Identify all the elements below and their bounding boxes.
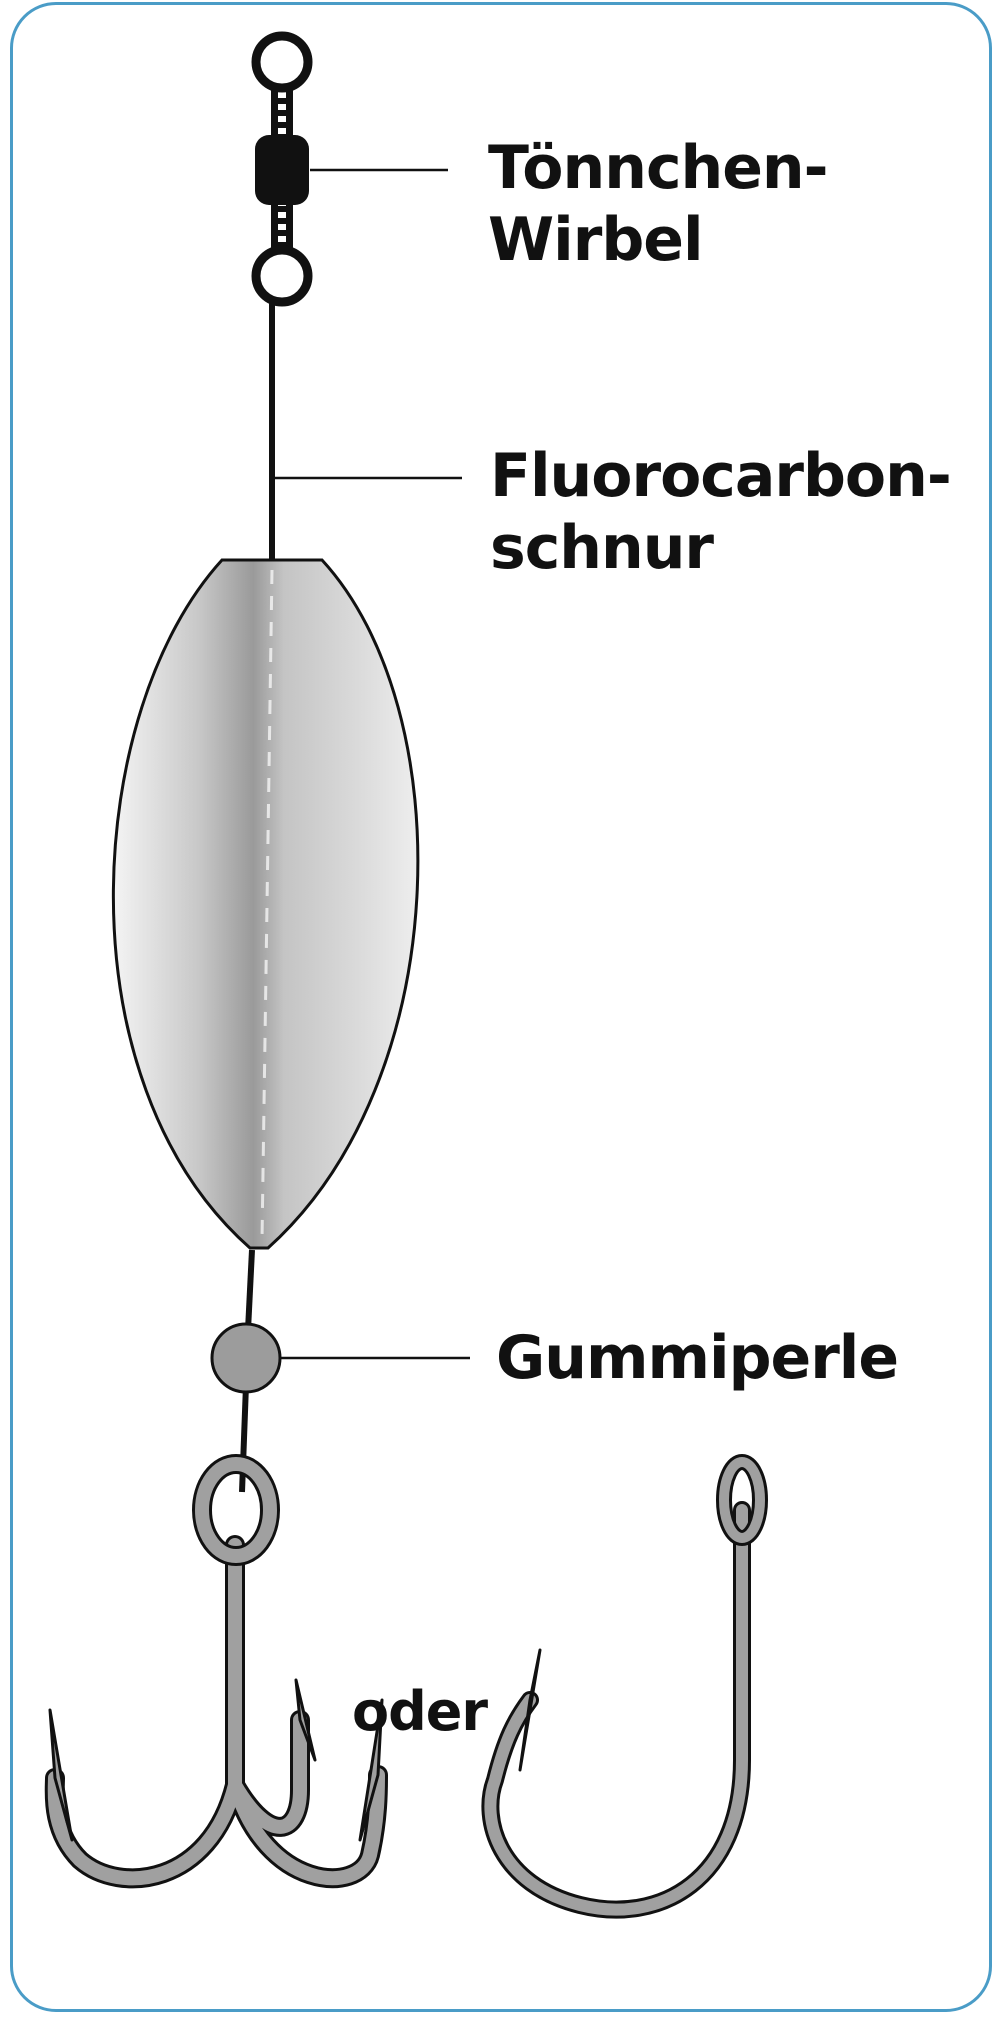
rubber-bead: [210, 1322, 282, 1394]
oder-label: oder: [352, 1680, 488, 1743]
line-label: Fluorocarbon- schnur: [490, 440, 952, 584]
swivel-label: Tönnchen- Wirbel: [488, 132, 829, 276]
swivel-bottom-ring: [251, 245, 313, 307]
line-label-line1: Fluorocarbon-: [490, 441, 952, 511]
line-label-line2: schnur: [490, 513, 714, 583]
swivel-label-line2: Wirbel: [488, 205, 704, 275]
single-hook: [481, 1454, 768, 1919]
treble-hook: [44, 1454, 388, 1889]
swivel-label-line1: Tönnchen-: [488, 133, 829, 203]
bead-label: Gummiperle: [496, 1323, 899, 1393]
swivel-top-ring: [251, 31, 313, 93]
barrel-swivel: [251, 31, 313, 307]
swivel-barrel: [255, 135, 309, 205]
float-body: [111, 558, 420, 1250]
